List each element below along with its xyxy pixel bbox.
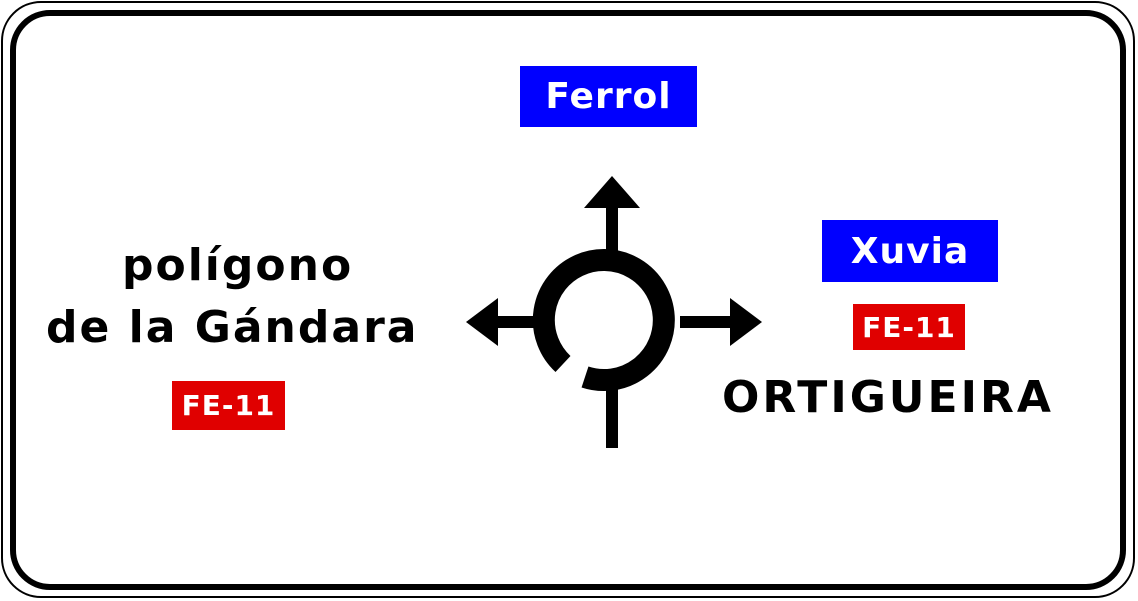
west-road-number-label: FE-11: [181, 389, 276, 422]
ortigueira-destination: ORTIGUEIRA: [722, 372, 1054, 423]
east-road-number-plate: FE-11: [853, 304, 965, 350]
east-road-number-label: FE-11: [862, 310, 956, 344]
west-destination-line2: de la Gándara: [46, 302, 419, 353]
ferrol-label: Ferrol: [545, 76, 672, 117]
xuvia-destination-plate: Xuvia: [822, 220, 998, 282]
ferrol-destination-plate: Ferrol: [520, 66, 697, 127]
west-destination-line1: polígono: [122, 240, 354, 291]
xuvia-label: Xuvia: [850, 230, 970, 272]
west-road-number-plate: FE-11: [172, 381, 285, 430]
